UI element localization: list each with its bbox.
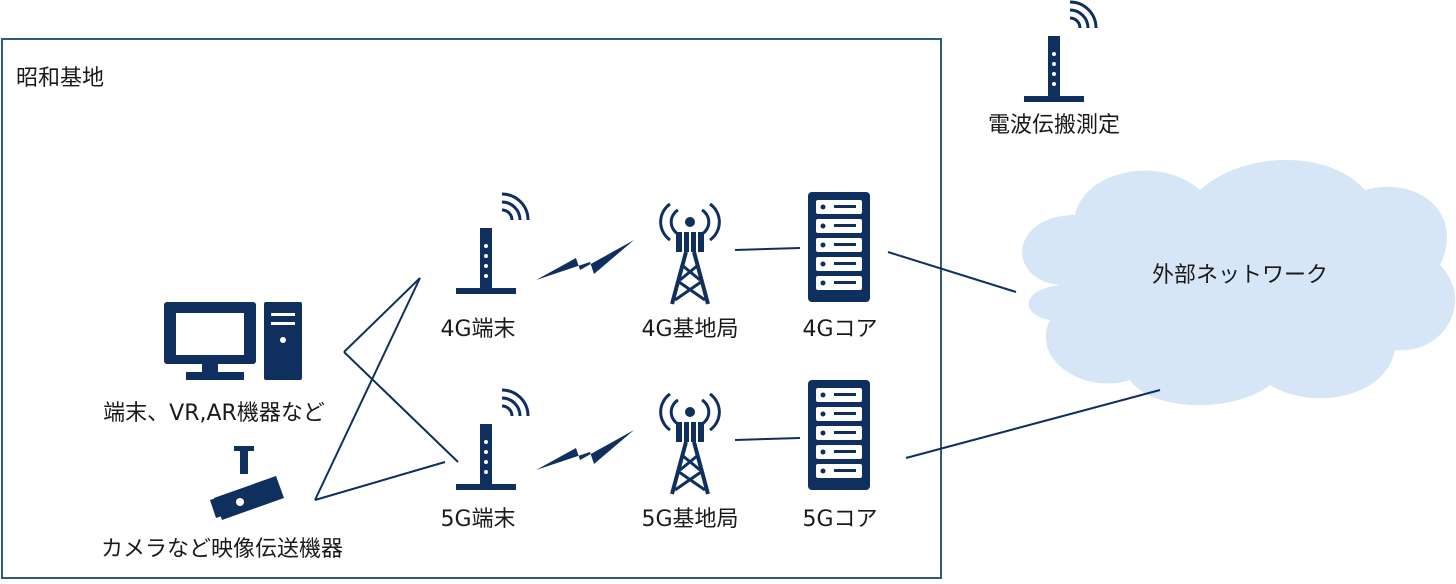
camera-label: カメラなど映像伝送機器 — [101, 537, 343, 562]
measurement-label: 電波伝搬測定 — [988, 113, 1120, 138]
network-label: 外部ネットワーク — [1152, 263, 1328, 288]
4g-core-server-icon — [808, 192, 870, 302]
cloud-icon — [1022, 160, 1456, 406]
4g-base-station-icon — [658, 202, 722, 306]
link-4g-bs-core — [734, 247, 801, 251]
5g-terminal-icon — [454, 388, 530, 492]
link-camera-5g — [314, 461, 446, 501]
5g-core-server-icon — [808, 380, 870, 490]
camera-icon — [210, 446, 284, 520]
link-5g-bs-core — [734, 437, 801, 441]
link-terminal-5g — [343, 351, 459, 463]
4g-terminal-icon — [454, 192, 530, 296]
terminal-label: 端末、VR,AR機器など — [103, 401, 325, 426]
5g-core-label: 5Gコア — [802, 507, 877, 532]
5g-wireless-icon — [536, 430, 634, 470]
4g-base-station-label: 4G基地局 — [641, 317, 738, 342]
link-terminal-4g — [343, 277, 421, 353]
5g-terminal-label: 5G端末 — [440, 507, 515, 532]
site-frame — [1, 38, 942, 579]
link-camera-4g — [314, 277, 421, 501]
link-5g-core-network — [905, 389, 1161, 459]
4g-core-label: 4Gコア — [802, 317, 877, 342]
link-4g-core-network — [887, 251, 1017, 293]
5g-base-station-icon — [658, 392, 722, 496]
5g-base-station-label: 5G基地局 — [641, 507, 738, 532]
connection-lines — [314, 247, 1161, 501]
pc-monitor-icon — [164, 302, 302, 380]
4g-wireless-icon — [536, 240, 634, 280]
antenna-icon — [1022, 0, 1098, 104]
site-label: 昭和基地 — [16, 66, 104, 91]
4g-terminal-label: 4G端末 — [440, 317, 515, 342]
